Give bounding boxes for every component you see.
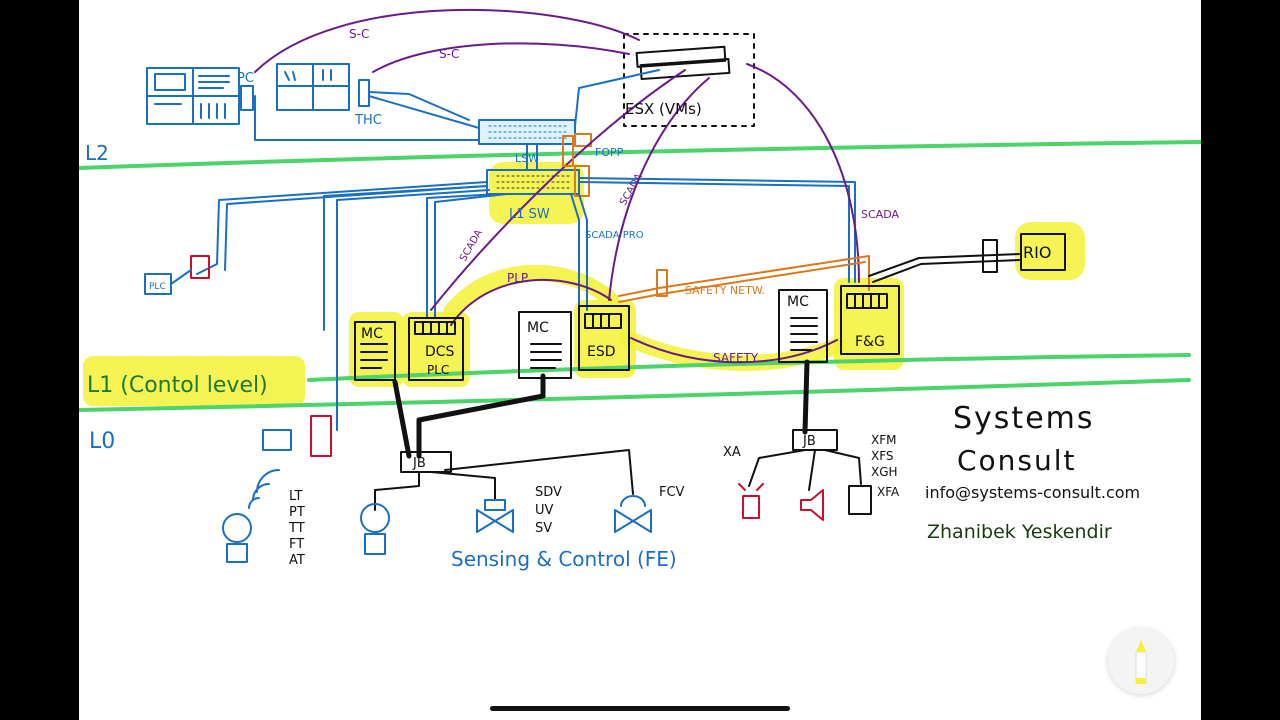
brand-author: Zhanibek Yeskendir (927, 521, 1112, 543)
plc-small-label: PLC (149, 282, 166, 292)
transmitter-list: LT PT TT FT AT (288, 489, 305, 568)
mc-label-2: MC (527, 320, 549, 336)
sensing-control-label: Sensing & Control (FE) (451, 547, 677, 571)
esd-label: ESD (587, 344, 616, 360)
plp-highlight (443, 264, 847, 371)
whiteboard-canvas: PLC (79, 0, 1201, 720)
rio-link (868, 233, 1066, 283)
esx-label: ESX (VMs) (625, 100, 702, 118)
transmitter-tag: LT (289, 489, 302, 504)
xa-tag: XA (723, 445, 741, 460)
safety-netw-label: SAFETY NETW. (685, 284, 765, 297)
thc-console (276, 63, 370, 111)
fcv-tag: FCV (659, 485, 685, 500)
brand-email: info@systems-consult.com (925, 483, 1140, 502)
fg-device-tag: XFS (871, 449, 894, 463)
fg-device-tag: XGH (871, 465, 898, 479)
fg-device-tag: XFA (877, 485, 900, 499)
safety-label: SAFETY (713, 351, 759, 365)
cabinet-mc-1 (354, 321, 396, 381)
network-diagram: PLC (79, 8, 1201, 571)
mc-label-3: MC (787, 294, 809, 310)
field-cables (392, 359, 810, 459)
transmitter-tag: PT (289, 505, 305, 520)
level-l0-label: L0 (89, 429, 115, 454)
dcs-label: DCS (425, 344, 455, 360)
highlighter-icon (1135, 640, 1147, 684)
mc-label-1: MC (361, 326, 383, 342)
l2-cabling (254, 69, 660, 171)
valve-tag: SDV (535, 485, 562, 500)
lsw-label: LSW (515, 152, 539, 165)
brand-line-2: Consult (957, 444, 1077, 477)
purple-links (254, 8, 860, 364)
scada-label-3: SCADA (861, 208, 899, 221)
scada-label-2: SCADA (618, 172, 645, 208)
cabinet-esd (578, 305, 630, 371)
field-instruments (222, 415, 872, 563)
highlights (83, 162, 1085, 406)
fopp-label: FOPP (595, 146, 624, 159)
scada-pro-label: SCADA PRO (585, 230, 644, 241)
esx-server (623, 33, 755, 127)
l1sw-label: L1 SW (509, 207, 550, 222)
cabinet-fg (840, 285, 900, 355)
scada-label-1: SCADA (458, 228, 485, 264)
l2-switch (478, 119, 592, 147)
pc-label: PC (237, 71, 254, 86)
jb-label-1: JB (412, 456, 426, 471)
home-indicator[interactable] (490, 706, 790, 711)
sc-label-2: S-C (439, 47, 459, 61)
pencil-tool-button[interactable] (1108, 628, 1174, 694)
cabinet-mc-3 (778, 289, 828, 363)
valve-list: SDV UV SV FCV XA (535, 445, 741, 536)
level-l1-label: L1 (Contol level) (87, 373, 268, 398)
sc-label-1: S-C (349, 27, 369, 41)
level-lines (79, 140, 1201, 412)
valve-tag: SV (535, 521, 552, 536)
rio-label: RIO (1023, 243, 1051, 262)
safety-network-cable (562, 135, 870, 303)
fg-label: F&G (855, 334, 885, 350)
transmitter-tag: FT (289, 537, 304, 552)
valve-tag: UV (535, 503, 554, 518)
fg-device-tag: XFM (871, 433, 896, 447)
fg-device-list: XFM XFS XGH XFA (871, 433, 900, 499)
level-l2-label: L2 (85, 141, 109, 165)
small-plc: PLC (144, 255, 210, 295)
cabinet-dcs (408, 317, 464, 381)
transmitter-tag: AT (289, 553, 305, 568)
brand-line-1: Systems (953, 401, 1095, 436)
l1-cabling (196, 177, 856, 431)
pc-workstation (146, 67, 254, 125)
transmitter-tag: TT (288, 521, 305, 536)
field-wiring (374, 449, 862, 511)
plp-label: PLP (507, 271, 528, 285)
brand-block: Systems Consult info@systems-consult.com… (925, 401, 1140, 543)
thc-label: THC (354, 113, 382, 128)
jb-label-2: JB (802, 434, 816, 449)
dcs-plc-label: PLC (427, 363, 449, 377)
